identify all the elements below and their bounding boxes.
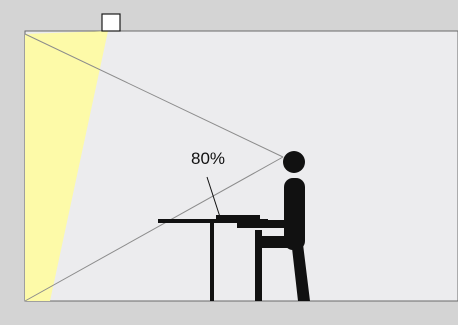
sight-line-upper bbox=[24, 33, 284, 158]
light-beam bbox=[25, 31, 108, 301]
label-leader-line bbox=[206, 176, 221, 218]
person-arm bbox=[237, 220, 285, 228]
illuminance-percent-label: 80% bbox=[191, 149, 226, 168]
person-torso bbox=[284, 178, 305, 250]
desk-object bbox=[216, 215, 260, 219]
person-lower-leg bbox=[255, 230, 262, 301]
sight-line-lower bbox=[24, 156, 284, 302]
person-upper-leg bbox=[262, 236, 310, 301]
desk-top bbox=[158, 219, 268, 223]
person-head bbox=[283, 151, 305, 173]
desk-leg bbox=[210, 223, 214, 301]
ceiling-light-fixture bbox=[101, 13, 121, 32]
